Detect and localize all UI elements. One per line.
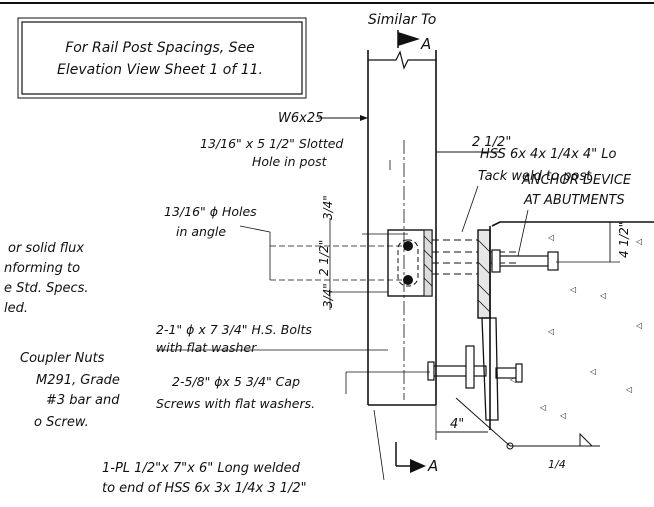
anchor-rod — [491, 249, 559, 273]
rail-post-spacing-note: For Rail Post Spacings, See Elevation Vi… — [17, 17, 307, 99]
svg-text:◁: ◁ — [569, 285, 576, 294]
svg-text:◁: ◁ — [547, 233, 554, 242]
weld-size: 1/4 — [548, 458, 566, 471]
svg-text:◁: ◁ — [599, 291, 606, 300]
label-cap-2: Screws with flat washers. — [156, 396, 315, 411]
note-line-2: Elevation View Sheet 1 of 11. — [57, 62, 263, 78]
dim-vertical-stack: 3/4" 2 1/2" 3/4" — [269, 195, 408, 310]
left-note-2: nforming to — [4, 261, 80, 276]
dim-label-4-half: 4 1/2" — [617, 222, 631, 258]
label-bolts-2: with flat washer — [156, 340, 257, 355]
left-note-6: M291, Grade — [36, 373, 120, 388]
label-hss-1: HSS 6x 4x 1/4x 4" Lo — [480, 147, 617, 162]
angle-bracket — [387, 229, 433, 297]
lower-plate-and-screws — [427, 317, 523, 421]
dim-label-2-half-v: 2 1/2" — [317, 240, 331, 276]
svg-text:◁: ◁ — [539, 403, 546, 412]
label-slot-2: Hole in post — [252, 154, 328, 169]
left-note-7: #3 bar and — [46, 393, 120, 408]
svg-text:◁: ◁ — [635, 321, 642, 330]
label-post: W6x25 — [278, 111, 323, 126]
left-note-4: led. — [4, 301, 28, 316]
dim-4: 4" — [435, 405, 488, 440]
left-note-8: o Screw. — [34, 415, 89, 430]
section-similar-to: Similar To — [368, 12, 436, 28]
svg-text:◁: ◁ — [547, 327, 554, 336]
dim-2-half-horizontal: 2 1/2" — [436, 135, 511, 153]
label-holes-2: in angle — [176, 224, 226, 239]
svg-text:◁: ◁ — [509, 375, 516, 384]
section-letter-bottom: A — [427, 457, 438, 475]
label-anchor-2: AT ABUTMENTS — [523, 193, 625, 208]
weld-symbol: 1/4 — [455, 397, 600, 471]
left-note-5: Coupler Nuts — [20, 351, 105, 366]
label-bolts-1: 2-1" ϕ x 7 3/4" H.S. Bolts — [156, 322, 312, 337]
left-note-1: or solid flux — [8, 241, 84, 256]
leader-lines — [156, 115, 529, 481]
dim-label-3-quarter-bot: 3/4" — [321, 283, 335, 308]
dim-label-2-half: 2 1/2" — [472, 135, 511, 150]
label-anchor-1: ANCHOR DEVICE — [521, 173, 632, 188]
left-note-3: e Std. Specs. — [4, 281, 89, 296]
label-holes-1: 13/16" ϕ Holes — [164, 204, 257, 219]
left-notes: or solid flux nforming to e Std. Specs. … — [4, 241, 120, 430]
label-slot-1: 13/16" x 5 1/2" Slotted — [200, 136, 343, 151]
dim-4-half: 4 1/2" — [556, 222, 631, 263]
w6x25-post — [367, 50, 437, 406]
section-mark-bottom: A — [395, 442, 438, 475]
dim-label-3-quarter-top: 3/4" — [321, 195, 335, 220]
concrete-abutment: ◁ ◁ ◁ ◁ ◁ ◁ ◁ ◁ ◁ ◁ ◁ — [489, 221, 654, 430]
svg-text:◁: ◁ — [625, 385, 632, 394]
label-hss-2: Tack weld to post — [478, 169, 592, 184]
section-mark-top: Similar To A — [368, 12, 436, 53]
label-cap-1: 2-5/8" ϕx 5 3/4" Cap — [172, 374, 300, 389]
svg-text:◁: ◁ — [635, 237, 642, 246]
label-plate-2: to end of HSS 6x 3x 1/4x 3 1/2" — [102, 481, 307, 496]
note-line-1: For Rail Post Spacings, See — [65, 40, 255, 56]
svg-text:◁: ◁ — [589, 367, 596, 376]
section-letter-top: A — [420, 35, 431, 53]
hss-tube — [432, 229, 520, 319]
label-plate-1: 1-PL 1/2"x 7"x 6" Long welded — [102, 461, 301, 476]
svg-text:◁: ◁ — [559, 411, 566, 420]
dim-label-4: 4" — [450, 417, 464, 432]
